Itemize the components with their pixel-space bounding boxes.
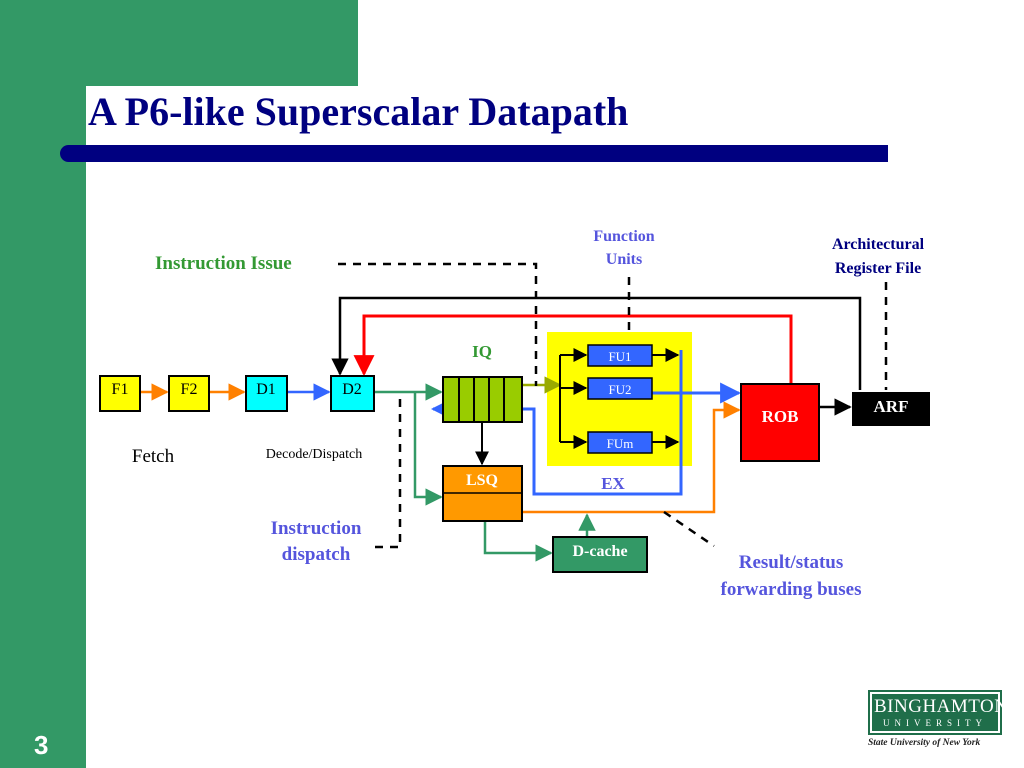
result-status-label-1: Result/status bbox=[739, 552, 844, 573]
arf-caption-2: Register File bbox=[835, 260, 921, 277]
title-underline bbox=[60, 145, 888, 162]
decode-dispatch-caption: Decode/Dispatch bbox=[266, 447, 362, 462]
d1-label: D1 bbox=[256, 381, 276, 398]
top-band bbox=[0, 0, 358, 86]
fetch-caption: Fetch bbox=[132, 446, 175, 467]
issue-callout bbox=[338, 262, 538, 386]
d2-label: D2 bbox=[342, 381, 362, 398]
fum-label: FUm bbox=[607, 436, 634, 451]
fum-box bbox=[587, 431, 653, 454]
function-units-label-1: Function bbox=[593, 228, 654, 245]
arf-label: ARF bbox=[874, 397, 909, 416]
fu1-box bbox=[587, 344, 653, 367]
result-status-label-2: forwarding buses bbox=[721, 579, 862, 600]
rob-label: ROB bbox=[762, 407, 799, 426]
d1-box bbox=[245, 375, 288, 412]
lsq-rob-wire bbox=[522, 401, 741, 514]
fu2-box bbox=[587, 377, 653, 400]
lsq-label: LSQ bbox=[466, 472, 498, 489]
d2-lsq-wire bbox=[413, 392, 443, 506]
slide-number: 3 bbox=[34, 730, 49, 760]
instruction-issue-label: Instruction Issue bbox=[155, 253, 292, 274]
ex-caption: EX bbox=[601, 474, 625, 493]
arf-to-d2-wire bbox=[331, 296, 862, 390]
instruction-dispatch-label-2: dispatch bbox=[282, 544, 351, 565]
d2-box bbox=[330, 375, 375, 412]
logo-name: BINGHAMTON bbox=[874, 696, 1009, 717]
rob-to-d2-wire bbox=[353, 314, 793, 383]
logo-university: UNIVERSITY bbox=[883, 718, 987, 728]
logo-frame: BINGHAMTON UNIVERSITY bbox=[868, 690, 1009, 735]
slide-title: A P6-like Superscalar Datapath bbox=[88, 89, 629, 134]
f1-box bbox=[99, 375, 141, 412]
rob-box bbox=[740, 383, 820, 462]
f2-label: F2 bbox=[181, 381, 198, 398]
instruction-dispatch-label-1: Instruction bbox=[271, 518, 362, 539]
fu1-label: FU1 bbox=[608, 349, 631, 364]
fu2-label: FU2 bbox=[608, 382, 631, 397]
corner bbox=[86, 86, 146, 146]
dcache-label: D-cache bbox=[572, 543, 627, 560]
result-callout bbox=[663, 510, 715, 548]
function-units-label-2: Units bbox=[606, 251, 642, 268]
logo-panel: BINGHAMTON UNIVERSITY bbox=[872, 694, 1009, 731]
f1-label: F1 bbox=[112, 381, 129, 398]
lsq-dcache-wire bbox=[483, 521, 553, 562]
dcache-box bbox=[552, 536, 648, 573]
arf-caption-1: Architectural bbox=[832, 236, 925, 253]
arf-box bbox=[852, 392, 930, 426]
iq-caption: IQ bbox=[472, 342, 492, 361]
logo-subtitle: State University of New York bbox=[868, 738, 981, 748]
dispatch-callout bbox=[375, 394, 402, 549]
iq-box bbox=[442, 376, 523, 423]
side-band bbox=[0, 0, 86, 768]
f2-box bbox=[168, 375, 210, 412]
university-logo: BINGHAMTON UNIVERSITY State University o… bbox=[868, 690, 1009, 748]
